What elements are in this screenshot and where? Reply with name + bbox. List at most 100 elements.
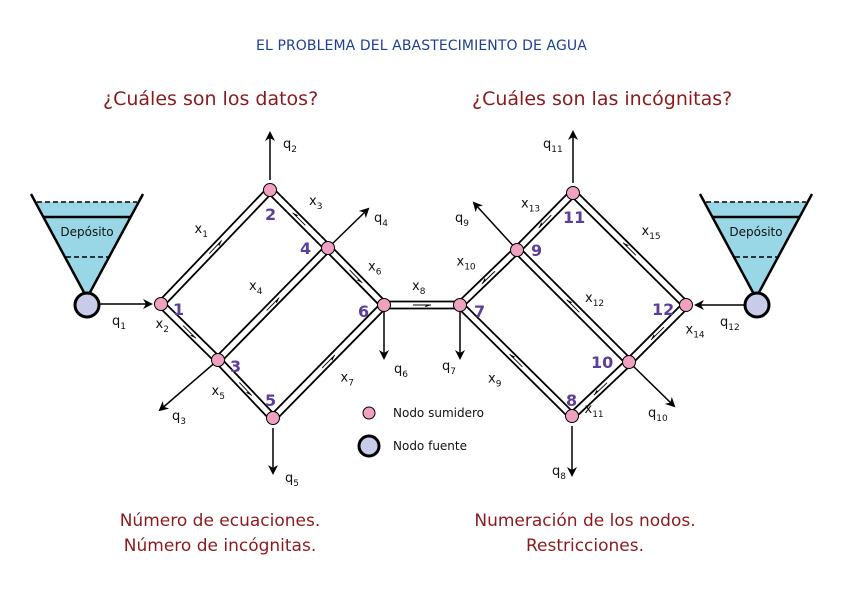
flow-direction-arrow (481, 270, 496, 285)
pipe-x2: x2 (156, 300, 222, 364)
pipe-wall (271, 186, 332, 247)
tank-wall (29, 193, 89, 299)
pipe-label-x10: x10 (457, 255, 476, 273)
pipe-x4: x4 (214, 244, 332, 364)
flow-label-q11: q11 (543, 137, 563, 155)
node-4: 4 (300, 239, 335, 258)
pipe-wall (518, 194, 577, 254)
pipe-x14: x14 (625, 301, 705, 366)
arrowhead-icon (593, 389, 598, 396)
flow-direction-arrow (650, 326, 665, 341)
pipe-wall (266, 191, 327, 252)
pipe-label-x1: x1 (195, 222, 208, 240)
node-number: 3 (230, 357, 241, 376)
pipe-wall (461, 301, 576, 415)
flow-q9: q9 (455, 201, 518, 251)
pipe-x3: x3 (266, 186, 332, 252)
arrowhead-icon (292, 212, 299, 217)
sink-node-icon (377, 298, 391, 312)
pipe-wall (513, 251, 628, 366)
footer-line: Numeración de los nodos. (474, 511, 696, 531)
pipe-x6: x6 (324, 244, 388, 309)
footer-left: Número de ecuaciones. Número de incógnit… (80, 509, 360, 559)
pipe-wall (625, 301, 685, 361)
sink-node-icon (510, 243, 524, 257)
page-title: EL PROBLEMA DEL ABASTECIMIENTO DE AGUA (256, 38, 587, 54)
flow-q10: q10 (628, 361, 676, 424)
pipe-wall (569, 194, 685, 309)
footer-line: Número de incógnitas. (123, 536, 317, 556)
flow-arrow (327, 207, 370, 249)
pipe-x7: x7 (269, 301, 388, 422)
pipe-wall (329, 244, 388, 304)
pipe-wall (324, 249, 383, 309)
pipe-label-x13: x13 (521, 197, 540, 215)
legend-source-label: Nodo fuente (393, 439, 467, 453)
pipe-label-x5: x5 (212, 384, 225, 402)
arrowhead-icon (566, 299, 573, 304)
legend-source-icon (357, 434, 381, 458)
node-5: 5 (265, 391, 280, 425)
node-number: 12 (652, 300, 674, 319)
sink-node-icon (321, 241, 335, 255)
water-fill (706, 202, 806, 298)
flow-direction-arrow (538, 214, 552, 229)
pipe-label-x3: x3 (309, 194, 322, 212)
pipe-wall (214, 244, 327, 359)
node-7: 7 (453, 298, 485, 321)
node-8: 8 (565, 391, 579, 423)
flow-label-q7: q7 (442, 359, 456, 377)
arrowhead-icon (482, 277, 486, 284)
arrowhead-icon (275, 297, 280, 304)
pipe-label-x9: x9 (488, 372, 502, 390)
sink-node-icon (263, 183, 277, 197)
pipe-label-x15: x15 (642, 224, 661, 242)
footer-line: Restricciones. (525, 536, 645, 556)
tank-wall (85, 193, 145, 299)
pipe-wall (456, 306, 571, 420)
node-11: 11 (563, 186, 585, 227)
pipe-x13: x13 (513, 189, 577, 254)
flow-q4: q4 (327, 207, 388, 249)
flow-label-q12: q12 (720, 315, 740, 333)
node-number: 6 (358, 302, 369, 321)
flow-q8: q8 (552, 426, 577, 482)
pipe-label-x12: x12 (585, 291, 604, 309)
node-number: 11 (563, 208, 585, 227)
tank-wall (754, 193, 814, 299)
node-number: 4 (300, 239, 311, 258)
question-unknowns: ¿Cuáles son las incógnitas? (472, 88, 733, 110)
flow-q3: q3 (158, 359, 219, 427)
flow-label-q1: q1 (112, 314, 126, 332)
node-number: 2 (265, 205, 276, 224)
flow-label-q5: q5 (285, 471, 299, 489)
pipe-label-x8: x8 (412, 279, 426, 297)
node-3: 3 (211, 353, 241, 376)
pipe-x8: x8 (384, 279, 460, 310)
arrowhead-icon (331, 355, 335, 361)
pipe-label-x6: x6 (368, 260, 382, 278)
arrowhead-icon (538, 222, 543, 228)
arrowhead-icon (356, 279, 363, 283)
flow-label-q10: q10 (648, 406, 668, 424)
flow-q5: q5 (268, 428, 299, 489)
node-1: 1 (154, 297, 184, 319)
pipe-wall (157, 186, 269, 303)
footer-right: Numeración de los nodos. Restricciones. (445, 509, 725, 559)
legend-sink-icon (362, 406, 376, 420)
sink-node-icon (622, 355, 636, 369)
flow-label-q9: q9 (455, 211, 469, 229)
node-10: 10 (591, 353, 636, 372)
pipe-x1: x1 (157, 186, 274, 308)
node-number: 5 (265, 391, 276, 410)
node-number: 9 (531, 241, 542, 260)
pipe-x11: x11 (568, 358, 633, 420)
question-data: ¿Cuáles son los datos? (103, 88, 319, 110)
pipe-x5: x5 (212, 356, 277, 422)
flow-direction-arrow (321, 354, 336, 369)
legend-sink-label: Nodo sumidero (393, 406, 484, 420)
flow-q1: q1 (99, 299, 153, 332)
flow-label-q8: q8 (552, 464, 566, 482)
legend: Nodo sumidero Nodo fuente (357, 406, 484, 458)
